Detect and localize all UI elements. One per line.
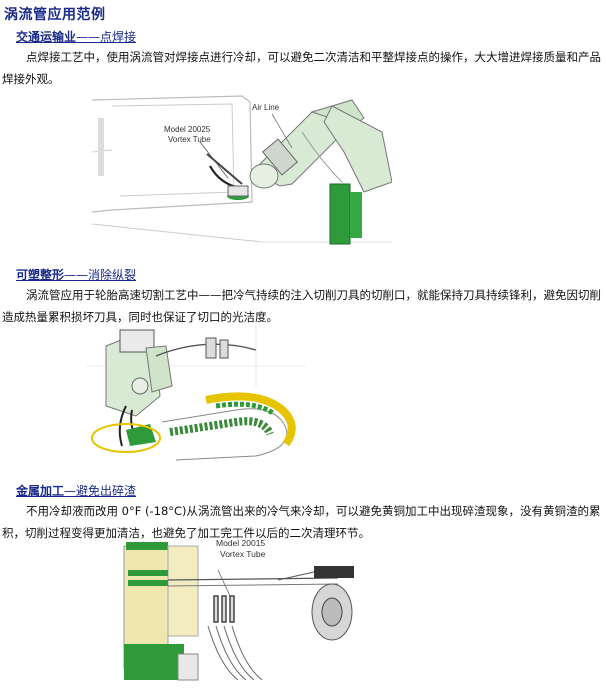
section-title-main: 金属加工 [16, 484, 65, 498]
section-title-sub: ——点焊接 [76, 30, 137, 44]
figure-label-vortex-tube: Vortex Tube [220, 549, 266, 559]
section-body-plastics: 涡流管应用于轮胎高速切割工艺中——把冷气持续的注入切削刀具的切削口，就能保持刀具… [2, 288, 601, 324]
section-body-metalwork: 不用冷却液而改用 0°F (-18°C)从涡流管出来的冷气来冷却，可以避免黄铜加… [2, 504, 601, 540]
section-body-welding: 点焊接工艺中，使用涡流管对焊接点进行冷却，可以避免二次清洁和平整焊接点的操作，大… [2, 50, 601, 86]
section-title-sub: —避免出碎渣 [64, 484, 137, 498]
figure-label-vortex-tube: Vortex Tube [168, 135, 211, 144]
tire-cutting-figure [86, 326, 306, 466]
figure-label-model: Model 20015 [216, 538, 265, 548]
section-title-main: 交通运输业 [16, 30, 77, 44]
section-title-welding[interactable]: 交通运输业——点焊接 [16, 28, 136, 45]
section-title-main: 可塑整形 [16, 268, 65, 282]
welding-figure: Model 20025 Vortex Tube Air Line [92, 92, 392, 252]
figure-label-air-line: Air Line [252, 103, 280, 112]
page-title: 涡流管应用范例 [4, 7, 106, 23]
brass-machining-figure: Model 20015 Vortex Tube [118, 536, 368, 686]
section-title-sub: ——消除纵裂 [64, 268, 137, 282]
section-title-plastics[interactable]: 可塑整形——消除纵裂 [16, 266, 136, 283]
section-title-metalwork[interactable]: 金属加工—避免出碎渣 [16, 482, 136, 499]
figure-label-model: Model 20025 [164, 125, 211, 134]
